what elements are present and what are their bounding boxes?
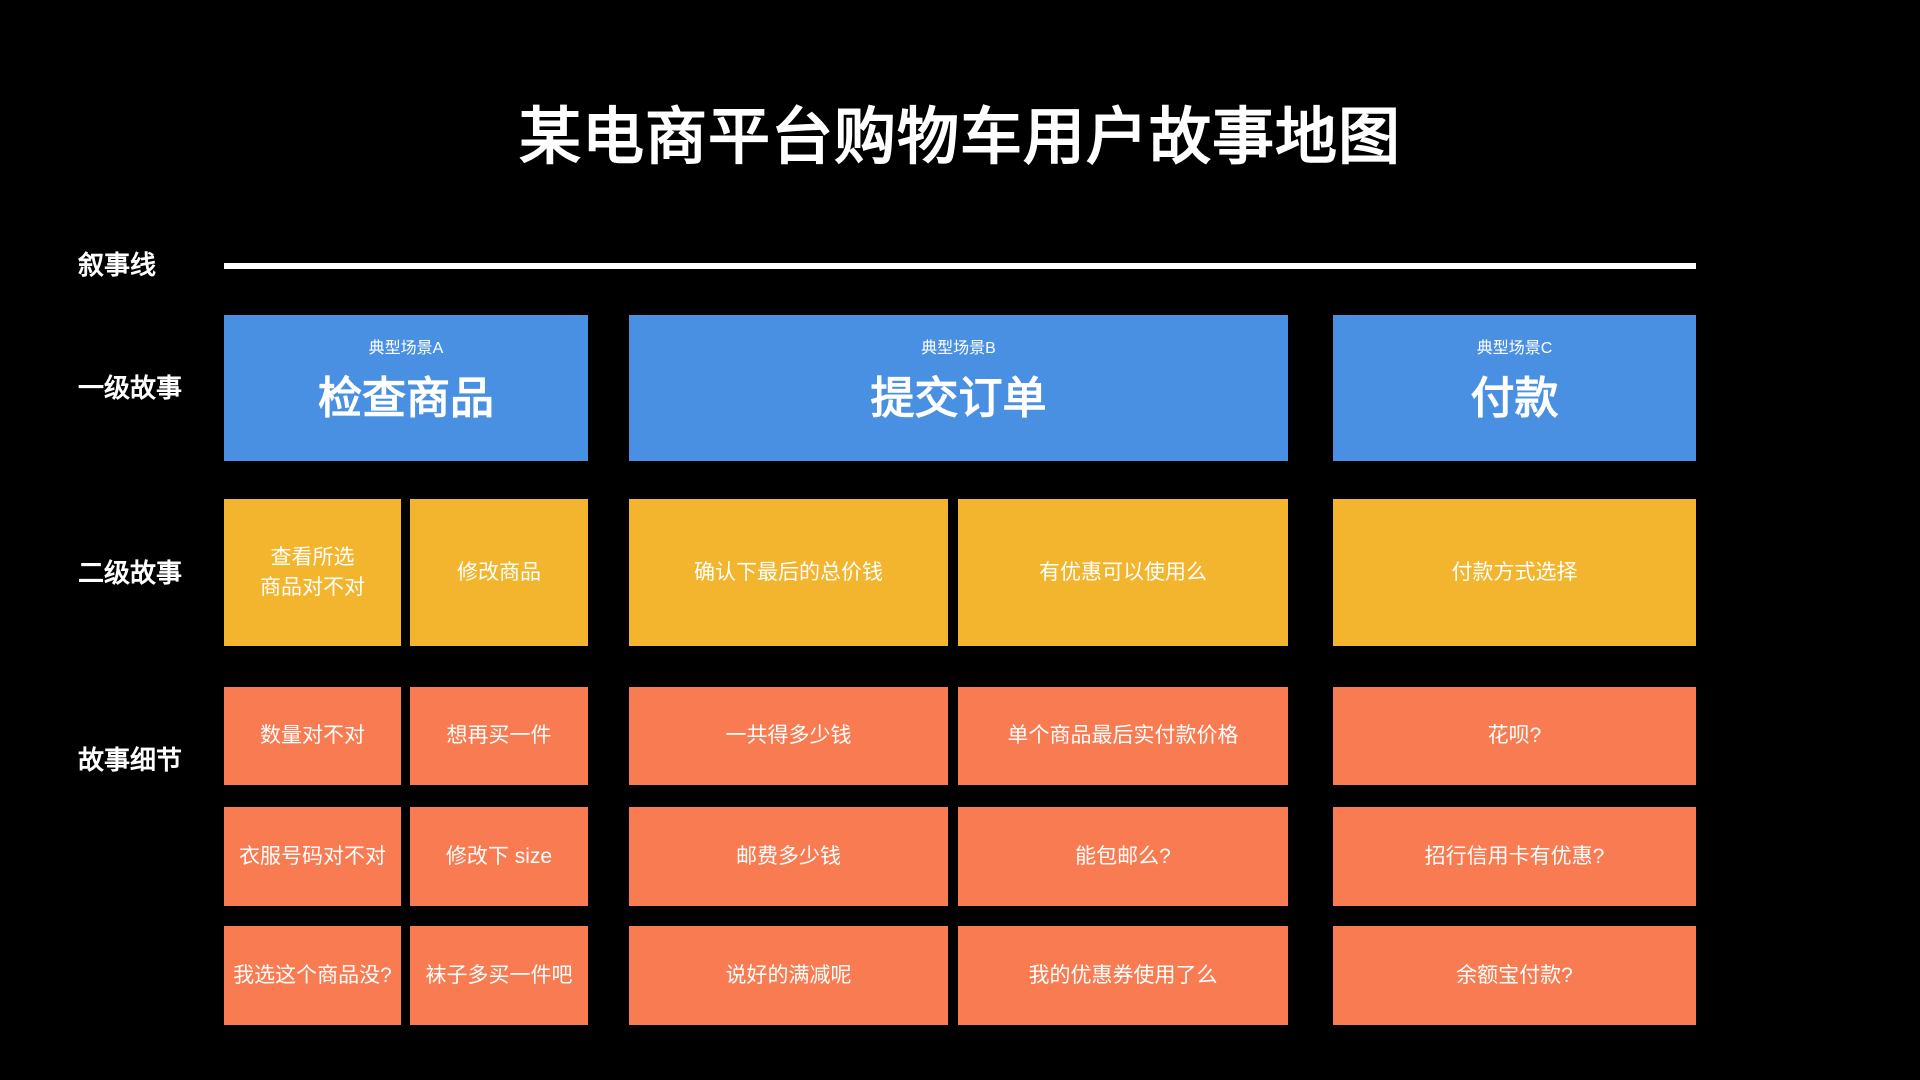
detail-card-c5-r3: 余额宝付款?: [1333, 926, 1696, 1025]
scenario-title: 检查商品: [318, 374, 494, 423]
card-text: 能包邮么?: [1075, 844, 1171, 868]
row-label-narrative: 叙事线: [78, 250, 157, 280]
scenario-tag: 典型场景B: [921, 340, 996, 357]
narrative-line: [224, 263, 1696, 269]
level2-card-5: 付款方式选择: [1333, 499, 1696, 646]
row-label-level1: 一级故事: [78, 373, 183, 403]
detail-card-c1-r3: 我选这个商品没?: [224, 926, 401, 1025]
detail-card-c5-r1: 花呗?: [1333, 687, 1696, 785]
detail-card-c5-r2: 招行信用卡有优惠?: [1333, 807, 1696, 906]
card-text: 有优惠可以使用么: [1039, 560, 1207, 584]
row-label-level2: 二级故事: [78, 558, 183, 588]
detail-card-c2-r1: 想再买一件: [410, 687, 588, 785]
page-title: 某电商平台购物车用户故事地图: [518, 103, 1401, 172]
detail-card-c4-r2: 能包邮么?: [958, 807, 1288, 906]
card-text: 一共得多少钱: [725, 724, 852, 747]
scenario-title: 提交订单: [870, 374, 1047, 423]
detail-card-c1-r1: 数量对不对: [224, 687, 401, 785]
detail-card-c4-r1: 单个商品最后实付款价格: [958, 687, 1288, 785]
card-text: 数量对不对: [260, 724, 365, 747]
card-text: 邮费多少钱: [736, 844, 841, 868]
card-text: 修改下 size: [445, 844, 553, 868]
detail-card-c2-r3: 袜子多买一件吧: [410, 926, 588, 1025]
card-text: 袜子多买一件吧: [425, 963, 573, 987]
scenario-card-a: 典型场景A 检查商品: [224, 315, 588, 461]
card-text: 我的优惠券使用了么: [1028, 963, 1218, 987]
scenario-card-b: 典型场景B 提交订单: [629, 315, 1288, 461]
scenario-title: 付款: [1470, 374, 1559, 423]
scenario-tag: 典型场景A: [368, 340, 444, 357]
card-text: 招行信用卡有优惠?: [1424, 844, 1605, 868]
row-label-details: 故事细节: [78, 745, 183, 775]
card-text: 余额宝付款?: [1456, 963, 1573, 987]
detail-card-c3-r3: 说好的满减呢: [629, 926, 948, 1025]
card-text: 确认下最后的总价钱: [694, 560, 883, 584]
detail-card-c3-r2: 邮费多少钱: [629, 807, 948, 906]
card-text: 衣服号码对不对: [239, 844, 386, 868]
card-text: 单个商品最后实付款价格: [1007, 724, 1239, 747]
level2-card-4: 有优惠可以使用么: [958, 499, 1288, 646]
detail-card-c1-r2: 衣服号码对不对: [224, 807, 401, 906]
card-text: 修改商品: [457, 560, 541, 584]
detail-card-c2-r2: 修改下 size: [410, 807, 588, 906]
card-text: 我选这个商品没?: [233, 963, 392, 987]
detail-card-c4-r3: 我的优惠券使用了么: [958, 926, 1288, 1025]
scenario-card-c: 典型场景C 付款: [1333, 315, 1696, 461]
card-text: 花呗?: [1487, 724, 1542, 747]
level2-card-1: 查看所选 商品对不对: [224, 499, 401, 646]
level2-card-2: 修改商品: [410, 499, 588, 646]
scenario-tag: 典型场景C: [1476, 340, 1553, 357]
card-text: 说好的满减呢: [725, 963, 852, 987]
level2-card-3: 确认下最后的总价钱: [629, 499, 948, 646]
card-text: 查看所选 商品对不对: [260, 545, 365, 599]
card-text: 付款方式选择: [1451, 560, 1578, 584]
card-text: 想再买一件: [446, 724, 552, 747]
detail-card-c3-r1: 一共得多少钱: [629, 687, 948, 785]
